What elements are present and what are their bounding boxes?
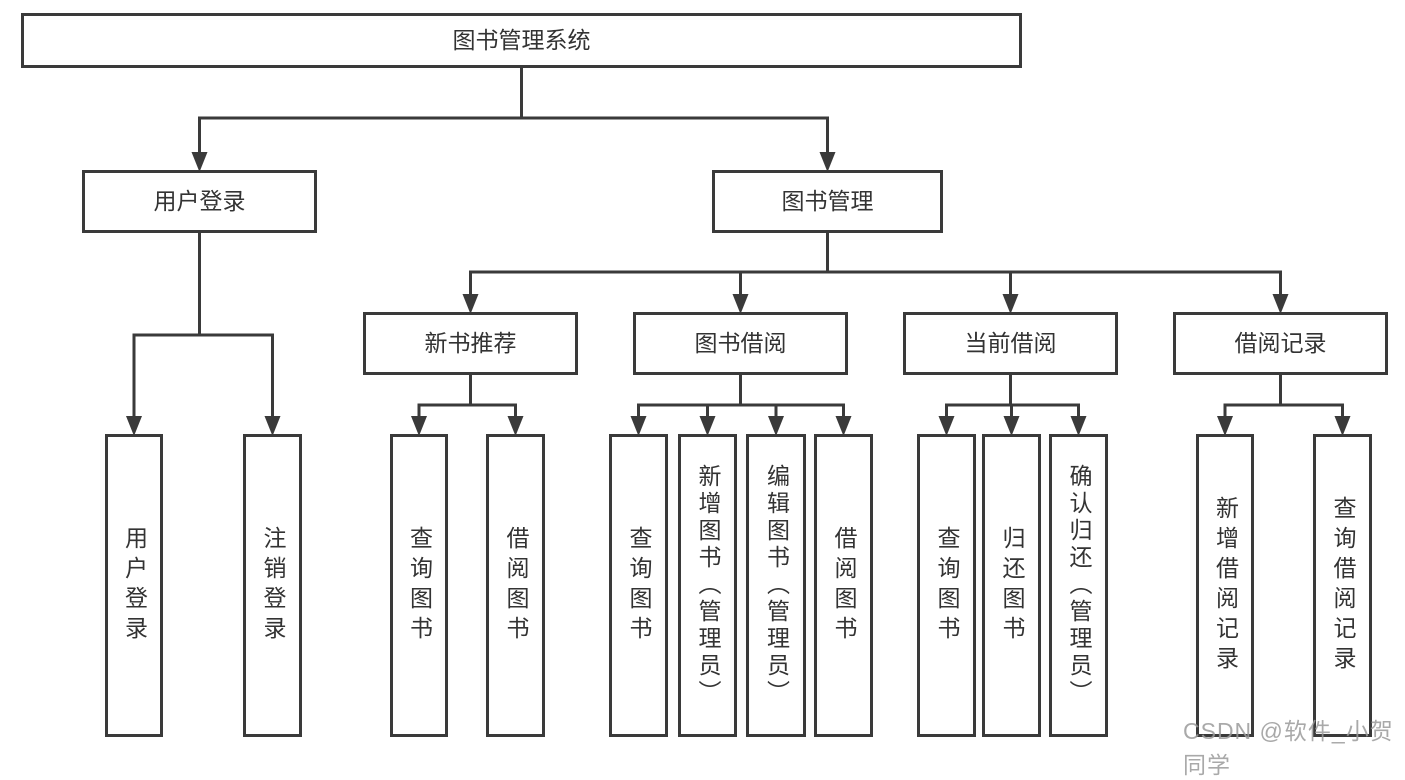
node-label: 用户登录 xyxy=(153,188,246,214)
node-system: 图书管理系统 xyxy=(21,13,1022,68)
arrowhead-icon xyxy=(264,416,281,436)
arrowhead-icon xyxy=(191,152,208,172)
node-label: 确认归还（管理员） xyxy=(1066,464,1092,707)
arrowhead-icon xyxy=(1002,294,1019,314)
arrowhead-icon xyxy=(462,294,479,314)
arrowhead-icon xyxy=(835,416,852,436)
node-recommend-borrow-books: 借阅图书 xyxy=(486,434,545,737)
arrowhead-icon xyxy=(768,416,784,436)
node-new-book-recommend: 新书推荐 xyxy=(363,312,578,375)
node-current-query-books: 查询图书 xyxy=(917,434,976,737)
node-records-query-record: 查询借阅记录 xyxy=(1313,434,1372,737)
arrowhead-icon xyxy=(938,416,955,436)
node-current-return-books: 归还图书 xyxy=(982,434,1041,737)
node-label: 新书推荐 xyxy=(424,330,517,356)
connector-lines xyxy=(126,68,1351,436)
node-label: 图书管理 xyxy=(781,188,874,214)
node-label: 图书借阅 xyxy=(694,330,787,356)
node-label: 查询图书 xyxy=(406,525,433,646)
arrowhead-icon xyxy=(699,416,716,436)
node-current-confirm-return: 确认归还（管理员） xyxy=(1049,434,1108,737)
arrowhead-icon xyxy=(411,416,427,436)
node-label: 借阅图书 xyxy=(503,525,529,646)
arrowhead-icon xyxy=(1334,416,1351,436)
node-user-login: 用户登录 xyxy=(82,170,317,233)
node-label: 查询图书 xyxy=(934,525,960,646)
arrowhead-icon xyxy=(630,416,647,436)
node-label: 注销登录 xyxy=(260,525,286,646)
node-label: 编辑图书（管理员） xyxy=(763,464,790,707)
node-label: 查询借阅记录 xyxy=(1330,495,1356,676)
node-borrowing-borrow-books: 借阅图书 xyxy=(814,434,873,737)
node-current-borrowing: 当前借阅 xyxy=(903,312,1118,375)
arrowhead-icon xyxy=(1217,416,1233,436)
node-records-add-record: 新增借阅记录 xyxy=(1196,434,1254,737)
node-label: 新增借阅记录 xyxy=(1212,495,1239,676)
node-borrowing-edit-books: 编辑图书（管理员） xyxy=(746,434,806,737)
node-borrowing-add-books: 新增图书（管理员） xyxy=(678,434,737,737)
node-borrowing-records: 借阅记录 xyxy=(1173,312,1388,375)
node-book-management: 图书管理 xyxy=(712,170,943,233)
node-label: 查询图书 xyxy=(626,525,652,646)
node-login-leaf: 用户登录 xyxy=(105,434,163,737)
node-label: 借阅记录 xyxy=(1234,330,1327,356)
node-borrowing-query-books: 查询图书 xyxy=(609,434,668,737)
arrowhead-icon xyxy=(819,152,836,172)
node-logout-leaf: 注销登录 xyxy=(243,434,302,737)
arrowhead-icon xyxy=(1272,294,1289,314)
arrowhead-icon xyxy=(1070,416,1087,436)
arrowhead-icon xyxy=(507,416,524,436)
arrowhead-icon xyxy=(732,294,749,314)
node-label: 归还图书 xyxy=(999,525,1025,646)
node-label: 新增图书（管理员） xyxy=(695,464,721,707)
arrowhead-icon xyxy=(1003,416,1020,436)
arrowhead-icon xyxy=(126,416,142,436)
node-label: 用户登录 xyxy=(121,525,148,646)
diagram-canvas: 图书管理系统用户登录图书管理新书推荐图书借阅当前借阅借阅记录用户登录注销登录查询… xyxy=(21,13,1393,778)
node-label: 借阅图书 xyxy=(831,525,857,646)
node-recommend-query-books: 查询图书 xyxy=(390,434,448,737)
node-book-borrowing: 图书借阅 xyxy=(633,312,848,375)
node-label: 图书管理系统 xyxy=(452,27,591,53)
node-label: 当前借阅 xyxy=(964,330,1057,356)
watermark: CSDN @软件_小贺同学 xyxy=(1183,718,1394,778)
